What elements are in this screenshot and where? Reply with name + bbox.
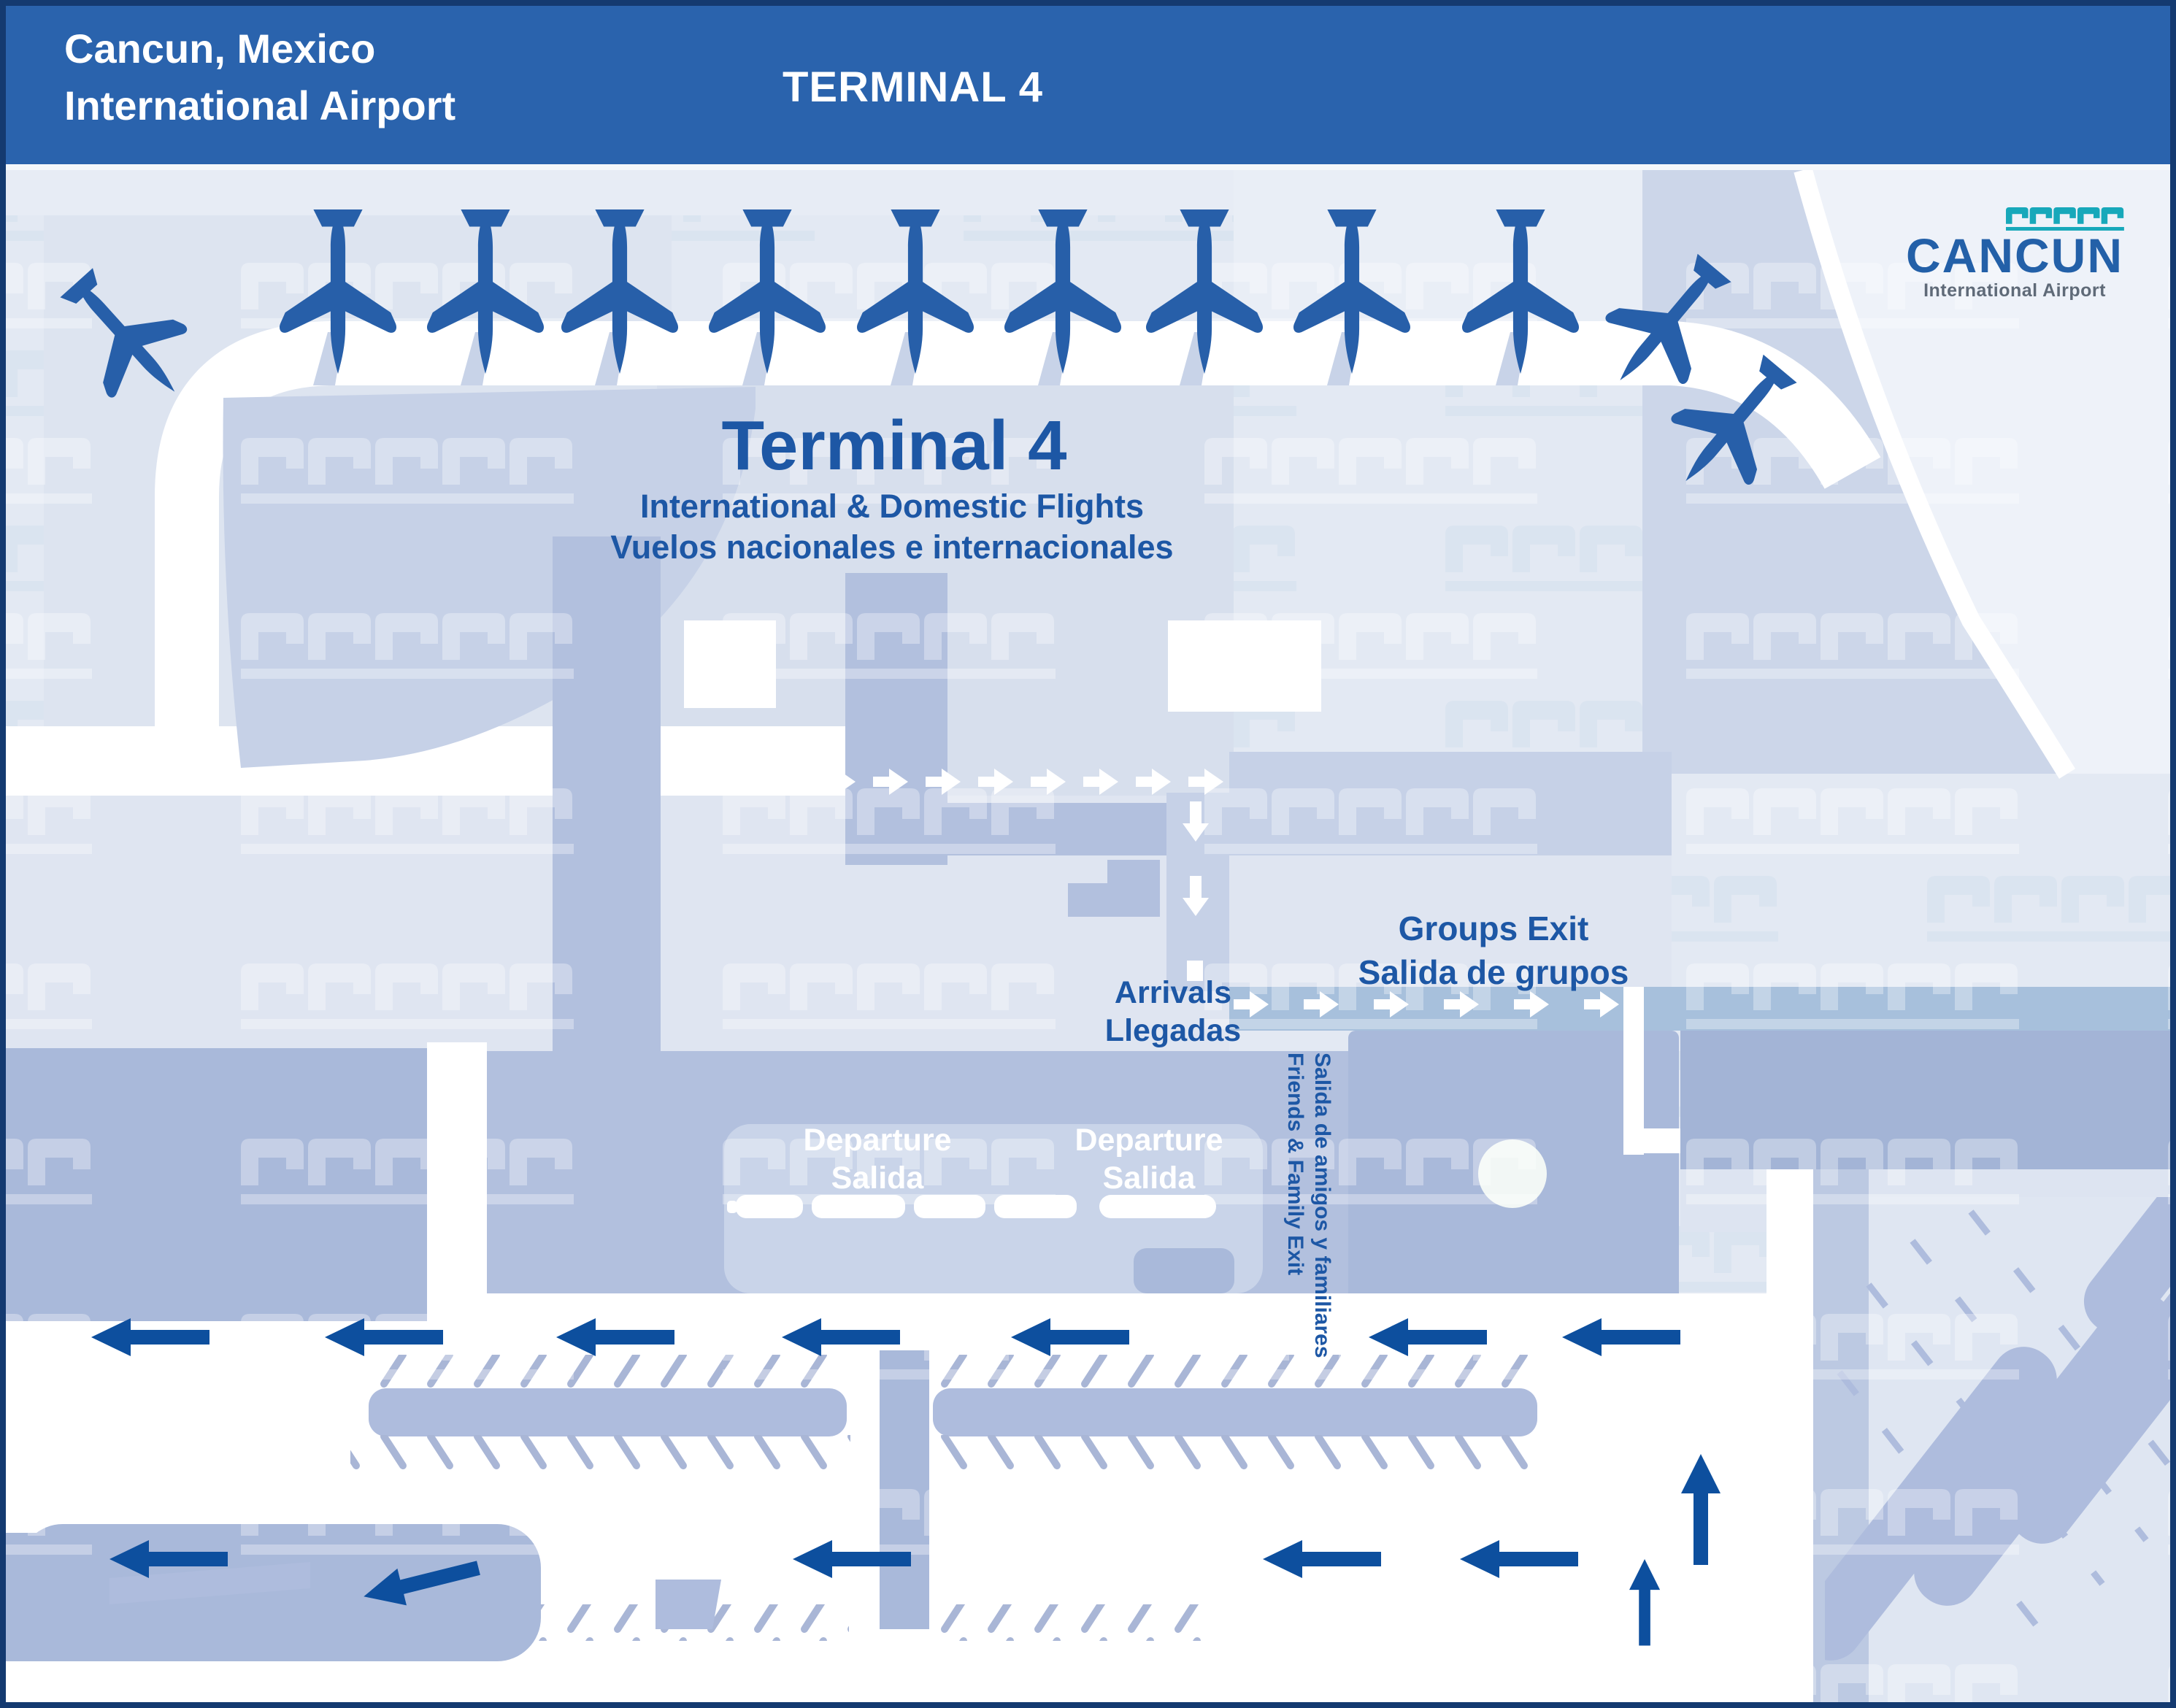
arrivals-label: Arrivals Llegadas bbox=[1105, 974, 1241, 1050]
header-bar bbox=[6, 6, 2170, 164]
friends-family-en: Friends & Family Exit bbox=[1283, 1053, 1307, 1276]
groups-exit-es: Salida de grupos bbox=[1358, 953, 1629, 991]
cancun-logo-subtitle: International Airport bbox=[1923, 280, 2106, 301]
departure-en: Departure bbox=[803, 1123, 952, 1158]
terminal-title: Terminal 4 bbox=[721, 407, 1067, 485]
groups-exit-label: Groups Exit Salida de grupos bbox=[1358, 907, 1629, 994]
page-title: Cancun, Mexico International Airport bbox=[64, 20, 455, 134]
map-shapes bbox=[6, 170, 2170, 1702]
passenger-flow-arrows bbox=[663, 769, 1619, 1018]
departure-es: Salida bbox=[1102, 1161, 1196, 1196]
airport-name-line2: International Airport bbox=[64, 82, 456, 128]
friends-family-es: Salida de amigos y familiares bbox=[1310, 1053, 1334, 1358]
arrivals-es: Llegadas bbox=[1104, 1013, 1242, 1048]
departure-es: Salida bbox=[831, 1161, 924, 1196]
departure-en: Departure bbox=[1074, 1123, 1223, 1158]
departure-label-1: Departure Salida bbox=[803, 1121, 951, 1197]
departure-label-2: Departure Salida bbox=[1074, 1121, 1223, 1197]
friends-family-exit-label: Friends & Family Exit Salida de amigos y… bbox=[1282, 1053, 1336, 1396]
groups-exit-en: Groups Exit bbox=[1398, 909, 1589, 947]
terminal-header-label: TERMINAL 4 bbox=[783, 64, 1043, 111]
cancun-logo-name: CANCUN bbox=[1906, 228, 2123, 282]
terminal-subtitle-en: International & Domestic Flights bbox=[639, 488, 1145, 525]
airport-name-line1: Cancun, Mexico bbox=[64, 26, 376, 72]
arrivals-en: Arrivals bbox=[1114, 975, 1232, 1010]
terminal-subtitle-es: Vuelos nacionales e internacionales bbox=[610, 528, 1174, 566]
